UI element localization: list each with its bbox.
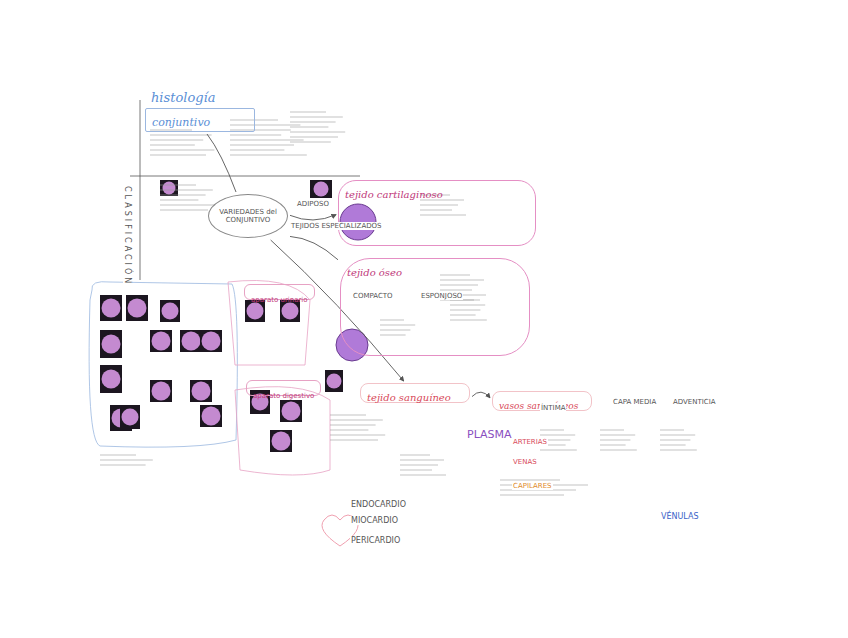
note-label: ADVENTICIA bbox=[672, 398, 717, 406]
connector bbox=[290, 236, 338, 259]
note-label: ESPONJOSO bbox=[420, 292, 463, 300]
connector bbox=[472, 392, 490, 398]
note-label: PLASMA bbox=[466, 428, 513, 441]
topic-box: tejido cartilaginoso bbox=[338, 180, 536, 246]
note-label: CLASIFICACIÓN bbox=[123, 185, 132, 287]
connector bbox=[271, 240, 404, 381]
note-label: VÉNULAS bbox=[660, 512, 700, 521]
note-label: ARTERIAS bbox=[512, 438, 548, 446]
topic-box: tejido sanguíneo bbox=[360, 383, 470, 403]
note-label: ENDOCARDIO bbox=[350, 500, 407, 509]
node-text: VARIEDADES del CONJUNTIVO bbox=[218, 208, 278, 224]
node-text: aparato digestivo bbox=[253, 392, 314, 400]
topic-box: aparato digestivo bbox=[246, 380, 321, 396]
node-text: aparato urinario bbox=[251, 296, 308, 304]
note-label: CAPA MEDIA bbox=[612, 398, 657, 406]
note-label: ÍNTIMA bbox=[540, 404, 566, 412]
note-label: TEJIDOS ESPECIALIZADOS bbox=[290, 222, 383, 230]
title: histología bbox=[150, 90, 216, 105]
note-label: VENAS bbox=[512, 458, 538, 466]
node-text: tejido cartilaginoso bbox=[345, 189, 443, 200]
topic-box: aparato urinario bbox=[244, 284, 315, 300]
topic-box: conjuntivo bbox=[145, 108, 255, 132]
topic-box: VARIEDADES del CONJUNTIVO bbox=[208, 194, 288, 238]
note-label: COMPACTO bbox=[352, 292, 394, 300]
connector bbox=[290, 215, 336, 220]
note-label: PERICARDIO bbox=[350, 536, 401, 545]
note-label: CAPILARES bbox=[512, 482, 553, 490]
note-label: MIOCARDIO bbox=[350, 516, 399, 525]
node-text: conjuntivo bbox=[152, 116, 210, 129]
connector bbox=[207, 134, 236, 192]
note-label: ADIPOSO bbox=[296, 200, 330, 208]
node-text: tejido óseo bbox=[347, 267, 402, 278]
node-text: tejido sanguíneo bbox=[367, 392, 451, 403]
topic-box: tejido óseo bbox=[340, 258, 530, 356]
